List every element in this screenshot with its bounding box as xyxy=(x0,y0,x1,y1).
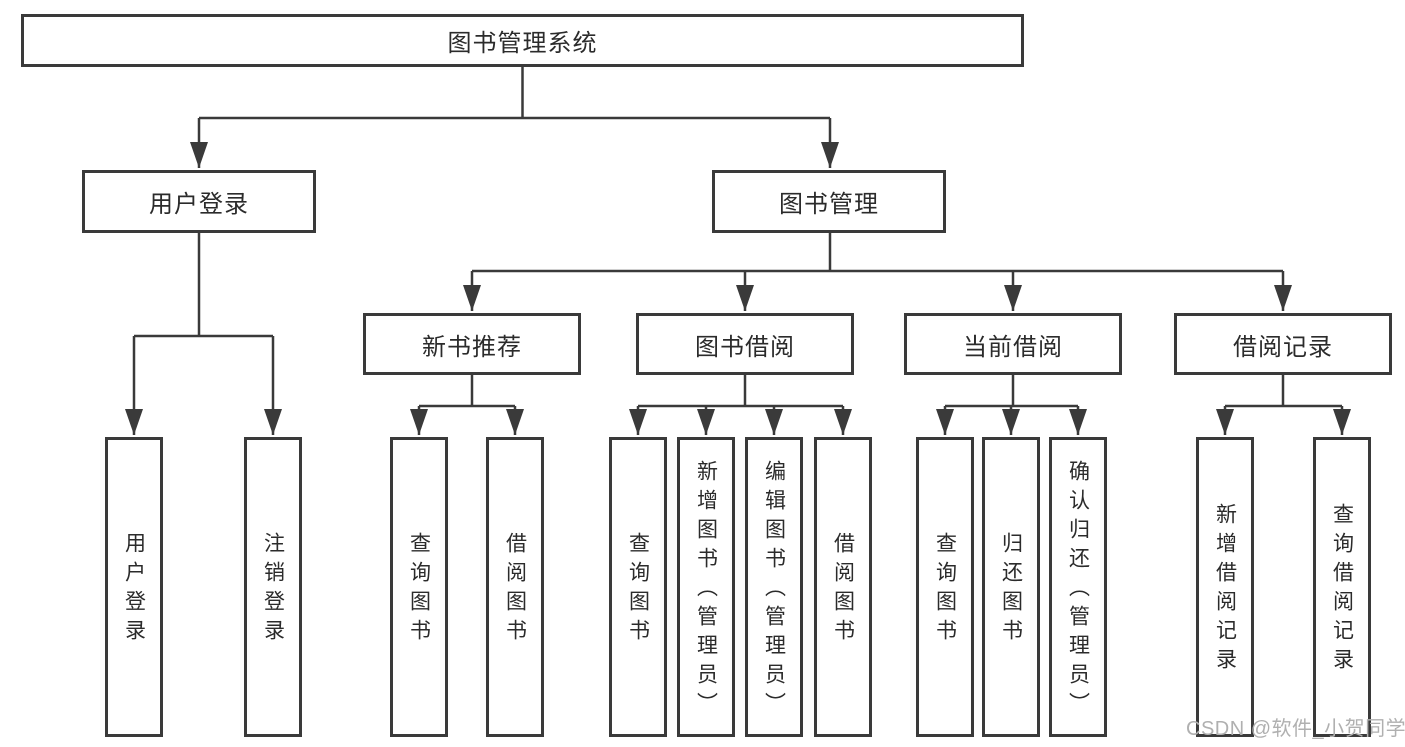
node-root: 图书管理系统 xyxy=(21,14,1024,67)
leaf-nbr-query-books: 查询图书 xyxy=(390,437,448,737)
leaf-cb-confirm-return-admin: 确认归还（管理员） xyxy=(1049,437,1107,737)
connector-trunks xyxy=(134,67,1342,408)
leaf-br-add-record: 新增借阅记录 xyxy=(1196,437,1254,737)
leaf-br-query-record: 查询借阅记录 xyxy=(1313,437,1371,737)
node-user-login: 用户登录 xyxy=(82,170,316,233)
node-current-borrow: 当前借阅 xyxy=(904,313,1122,375)
leaf-bb-borrow-books: 借阅图书 xyxy=(814,437,872,737)
node-borrow-records: 借阅记录 xyxy=(1174,313,1392,375)
connector-arrows xyxy=(125,118,1351,435)
node-book-management: 图书管理 xyxy=(712,170,946,233)
node-book-borrow: 图书借阅 xyxy=(636,313,854,375)
leaf-bb-add-books-admin: 新增图书（管理员） xyxy=(677,437,735,737)
leaf-user-login: 用户登录 xyxy=(105,437,163,737)
leaf-bb-query-books: 查询图书 xyxy=(609,437,667,737)
csdn-watermark: CSDN @软件_小贺同学 xyxy=(1186,718,1405,740)
node-new-book-recommend: 新书推荐 xyxy=(363,313,581,375)
leaf-cb-return-books: 归还图书 xyxy=(982,437,1040,737)
leaf-bb-edit-books-admin: 编辑图书（管理员） xyxy=(745,437,803,737)
leaf-nbr-borrow-books: 借阅图书 xyxy=(486,437,544,737)
leaf-logout-login: 注销登录 xyxy=(244,437,302,737)
leaf-cb-query-books: 查询图书 xyxy=(916,437,974,737)
